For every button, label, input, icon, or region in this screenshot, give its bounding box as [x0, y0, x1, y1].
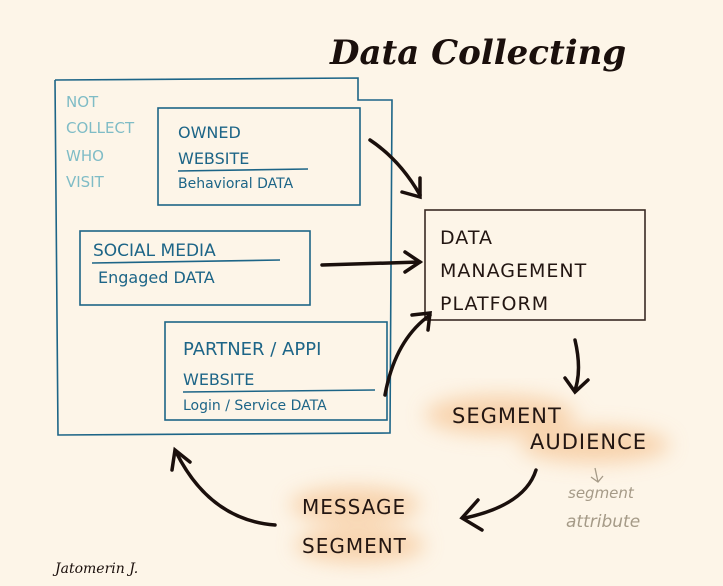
orange-highlights [290, 395, 670, 563]
note-line: WHO [66, 147, 104, 165]
arrow-owned-to-dmp [368, 138, 422, 200]
dmp-line: DATA [440, 227, 493, 249]
partner-label: PARTNER / APPI [183, 339, 322, 360]
dmp-line: PLATFORM [440, 293, 550, 315]
partner-box [164, 321, 388, 421]
login-service-data-label: Login / Service DATA [183, 398, 327, 414]
message-segment-line: MESSAGE [302, 495, 407, 519]
owned-label: OWNED [178, 123, 241, 142]
arrow-dmp-to-segment [563, 338, 590, 395]
note-line: VISIT [66, 173, 104, 191]
segment-attribute-line: attribute [566, 512, 641, 532]
arrow-partner-to-dmp [383, 311, 432, 397]
segment-audience-line: AUDIENCE [530, 430, 648, 454]
underline [177, 168, 309, 172]
segment-audience-line: SEGMENT [452, 404, 562, 428]
arrow-segment-to-message [459, 468, 538, 532]
note-line: NOT [66, 93, 99, 111]
owned-website-box [157, 107, 361, 206]
underline [182, 389, 376, 393]
message-segment-line: SEGMENT [302, 534, 407, 558]
owned-website-label: WEBSITE [178, 149, 250, 168]
note-line: COLLECT [66, 119, 135, 137]
page-title: Data Collecting [330, 33, 627, 73]
behavioral-data-label: Behavioral DATA [178, 176, 294, 192]
social-media-label: SOCIAL MEDIA [93, 241, 216, 261]
dmp-box [424, 209, 646, 321]
partner-website-label: WEBSITE [183, 370, 255, 389]
arrow-message-to-sources [170, 446, 277, 527]
engaged-data-label: Engaged DATA [98, 268, 215, 287]
arrow-social-to-dmp [320, 250, 424, 274]
outer-box [54, 77, 393, 436]
signature: Jatomerin J. [55, 561, 139, 577]
segment-attribute-line: segment [568, 484, 634, 502]
dmp-line: MANAGEMENT [440, 260, 588, 282]
underline [91, 259, 281, 264]
social-media-box [79, 230, 311, 306]
small-arrow [590, 467, 604, 483]
